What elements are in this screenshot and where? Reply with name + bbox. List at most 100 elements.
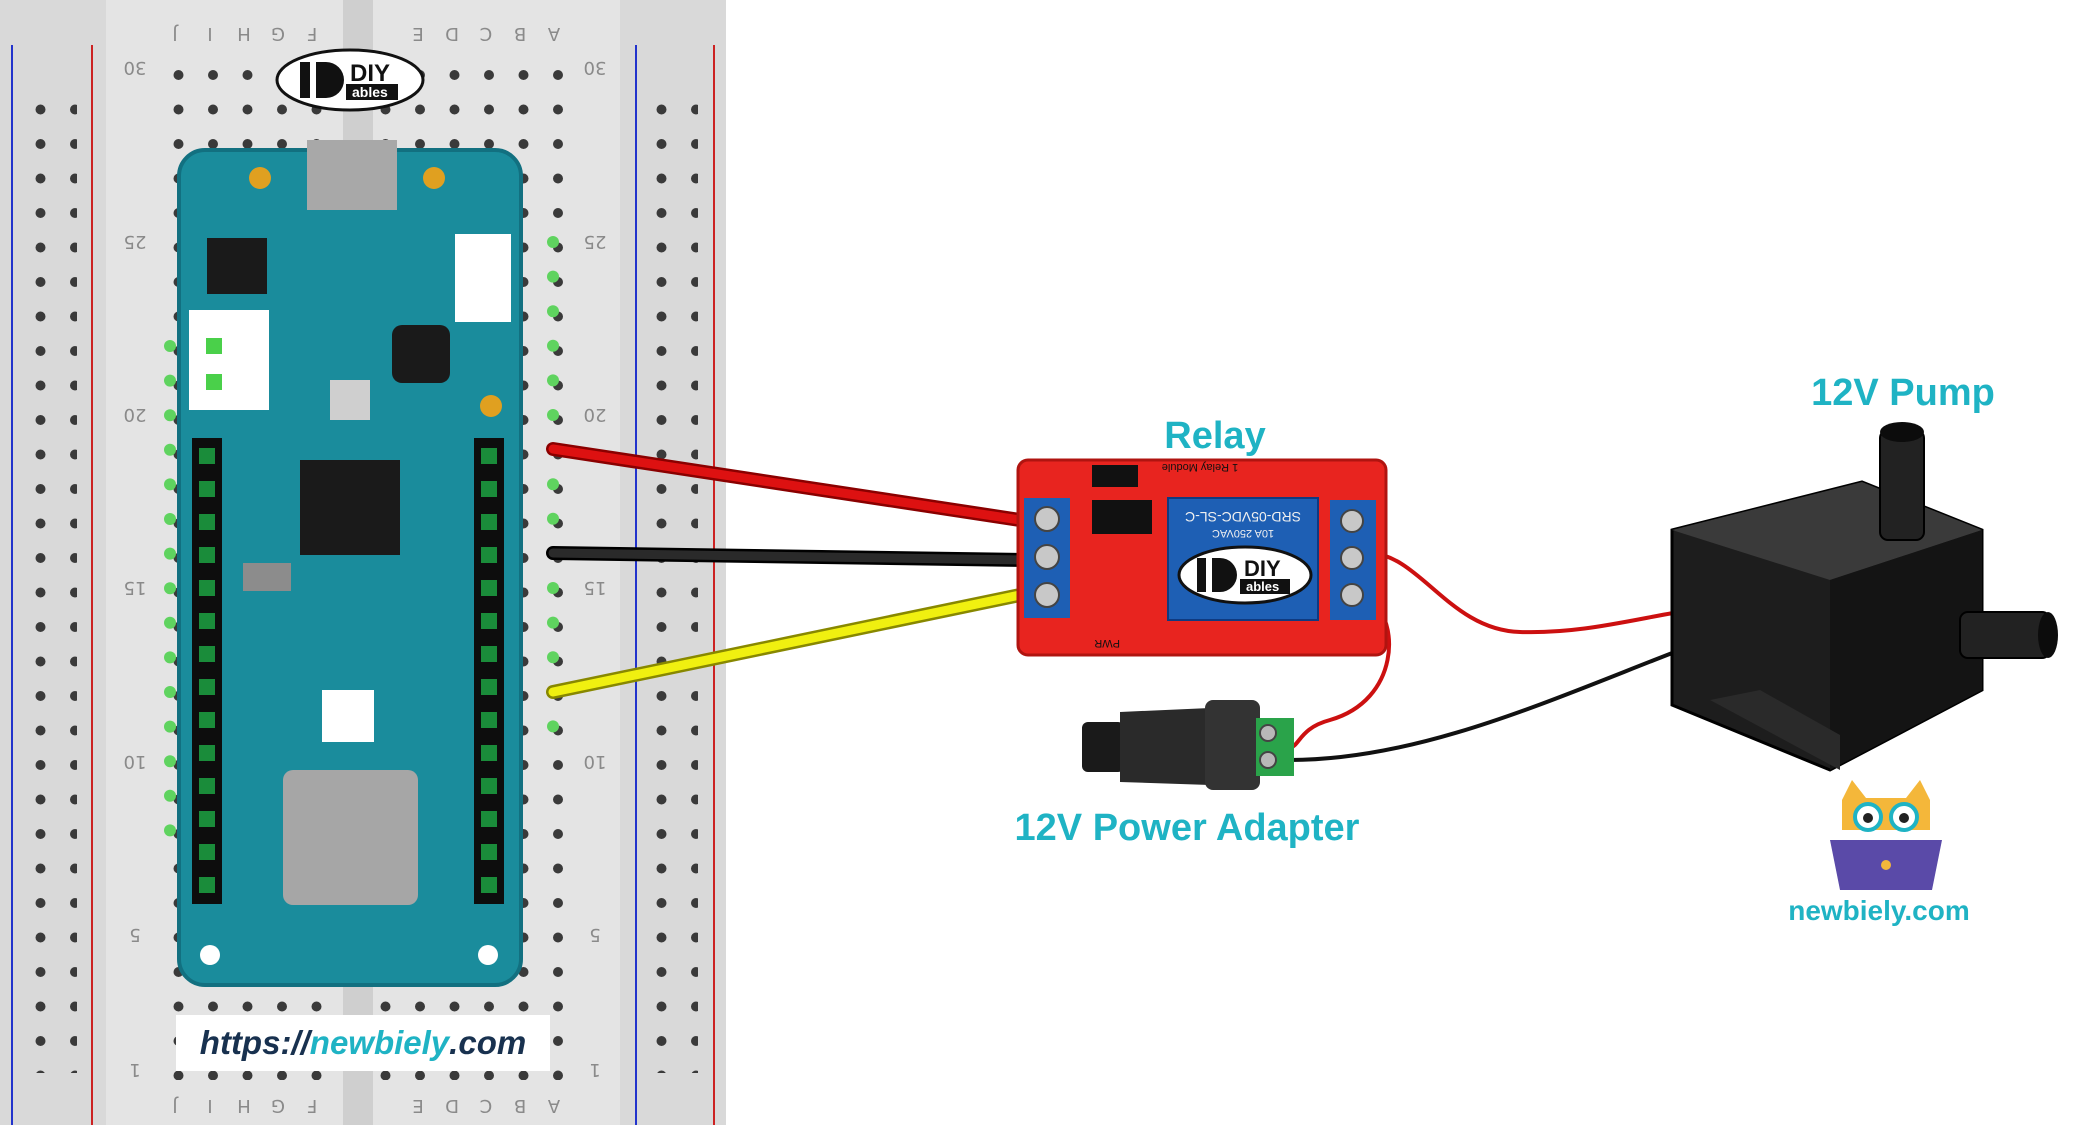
header-pin [481, 679, 497, 695]
header-pin [199, 580, 215, 596]
chip-small [207, 238, 267, 294]
connected-hole [547, 270, 559, 283]
header-pin [199, 745, 215, 761]
connector-white-right [455, 234, 511, 322]
wire-adapter-pump-black [1289, 648, 1681, 762]
relay-module: SRD-05VDC-SL-C 10A 250VAC DIY ables 1 Re… [1016, 458, 1388, 657]
pump-outlet [1879, 429, 1925, 541]
header-pin [481, 514, 497, 530]
connected-hole [164, 409, 176, 422]
mount-hole-top-right [423, 167, 445, 189]
row-number: 1 [129, 1059, 140, 1080]
column-letter: H [237, 1095, 251, 1116]
header-pins [199, 448, 497, 893]
wire-black [548, 548, 1027, 565]
battery-led-1 [206, 338, 222, 354]
connected-hole [164, 340, 176, 352]
row-number: 10 [584, 751, 607, 772]
logo-bottom-text: ables [352, 84, 388, 100]
screw-in-3 [1034, 582, 1060, 608]
column-letter: C [480, 1095, 493, 1116]
battery-connector [189, 310, 269, 410]
adapter-barrel-tip [1082, 722, 1124, 772]
connected-hole [164, 720, 176, 733]
relay-logo-bottom-text: ables [1246, 579, 1279, 594]
adapter-screw-minus [1259, 751, 1277, 769]
connected-hole [547, 409, 559, 421]
wire-red [548, 444, 1025, 525]
pump-outlet-opening [1880, 422, 1924, 442]
mount-hole-top-left [249, 167, 271, 189]
row-number: 10 [124, 751, 147, 772]
column-letter: C [480, 23, 493, 44]
relay-part-text: SRD-05VDC-SL-C [1185, 509, 1301, 525]
header-pin [199, 679, 215, 695]
row-number: 30 [584, 57, 607, 78]
relay-title: 1 Relay Module [1162, 461, 1238, 473]
row-number: 5 [589, 924, 600, 945]
header-pin [481, 580, 497, 596]
connected-hole [164, 547, 176, 560]
connected-hole [547, 582, 559, 594]
pump-label: 12V Pump [1811, 372, 1995, 414]
header-pin [481, 745, 497, 761]
header-pin [481, 712, 497, 728]
pump-base-flange [1710, 690, 1840, 770]
header-pin [199, 646, 215, 662]
chip-square [392, 325, 450, 383]
pump-inlet-opening [2038, 612, 2058, 658]
url-suffix: .com [449, 1024, 527, 1061]
column-letter: I [207, 1095, 212, 1116]
column-letter: E [412, 1095, 423, 1116]
mount-hole-bottom-right [478, 945, 498, 965]
header-pin [199, 844, 215, 860]
connected-hole [547, 305, 559, 318]
connected-hole [547, 616, 559, 629]
column-letter: A [547, 1095, 560, 1116]
connected-hole [547, 374, 559, 387]
column-letter: J [172, 23, 178, 44]
right-rail-holes [648, 83, 698, 1073]
row-number: 5 [129, 924, 140, 945]
connected-hole [547, 720, 559, 733]
connected-hole [164, 755, 176, 768]
screw-in-1 [1034, 506, 1060, 532]
owl-pupil-right [1899, 813, 1909, 823]
screw-com [1340, 546, 1364, 570]
header-pin [481, 877, 497, 893]
column-letter: B [514, 23, 526, 44]
connected-hole [164, 582, 176, 595]
connected-hole [164, 686, 176, 698]
screw-no [1340, 583, 1364, 607]
water-pump [1670, 422, 2058, 772]
header-pin [199, 613, 215, 629]
url-name: newbiely [309, 1024, 450, 1061]
header-pin [481, 778, 497, 794]
header-pin [199, 877, 215, 893]
relay-logo-mark-d [1212, 558, 1237, 592]
logo-top-text: DIY [350, 60, 390, 87]
connected-hole [547, 512, 559, 525]
url-prefix: https:// [199, 1024, 310, 1061]
header-pin [199, 448, 215, 464]
relay-pwr-label: PWR [1094, 637, 1120, 649]
mount-hole-bottom-left [200, 945, 220, 965]
crystal [243, 563, 291, 591]
connected-hole [164, 374, 176, 387]
pump-right-face [1830, 530, 1982, 770]
connected-hole [164, 616, 176, 629]
header-pin [481, 481, 497, 497]
relay-logo-bar [1240, 579, 1290, 594]
row-number: 25 [124, 231, 147, 252]
power-adapter-jack [1082, 700, 1294, 790]
diyables-logo-top: DIY ables [275, 48, 425, 112]
pump-inlet [1959, 611, 2051, 659]
header-pin [199, 778, 215, 794]
logo-mark [300, 62, 310, 98]
header-pin [199, 811, 215, 827]
connected-hole [164, 478, 176, 491]
column-letter: A [547, 23, 560, 44]
